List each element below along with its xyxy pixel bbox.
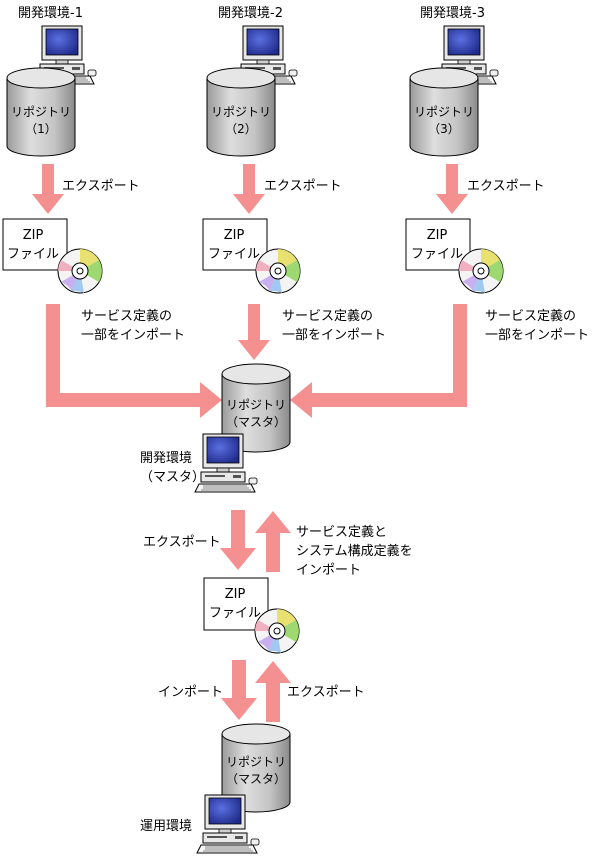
zip-2-line2: ファイル [208, 247, 260, 262]
zip-master-line2: ファイル [209, 606, 261, 621]
arrow-down-icon [220, 510, 256, 570]
master-env-sub: （マスタ） [140, 470, 205, 485]
import-label-2b: 一部をインポート [282, 328, 386, 343]
arrow-left-icon [290, 304, 467, 418]
arrow-up-icon [255, 511, 291, 572]
export-label-3: エクスポート [467, 179, 545, 194]
bottom-export-label: エクスポート [287, 685, 365, 700]
master-repository: リポジトリ （マスタ） [221, 363, 291, 453]
dev-env-2: 開発環境-2 リポジトリ （2） [206, 6, 298, 157]
zip-3-line1: ZIP [427, 228, 448, 243]
production-repository: リポジトリ （マスタ） [221, 723, 291, 813]
export-label-1: エクスポート [62, 179, 140, 194]
repo-1-number: （1） [25, 122, 57, 136]
arrow-up-icon [255, 661, 291, 722]
arrow-down-icon [32, 164, 64, 214]
repo-3-label: リポジトリ [414, 105, 474, 119]
prod-repo-sub: （マスタ） [226, 772, 286, 786]
middle-export-label: エクスポート [143, 535, 221, 550]
dev-env-1: 開発環境-1 リポジトリ （1） [6, 6, 97, 157]
zip-1-line2: ファイル [7, 247, 59, 262]
zip-master-line1: ZIP [225, 587, 246, 602]
cd-icon [255, 248, 301, 294]
zip-1-line1: ZIP [23, 228, 44, 243]
cd-icon [57, 248, 103, 294]
zip-file-3: ZIP ファイル [405, 218, 504, 294]
dev-env-2-title: 開発環境-2 [218, 6, 283, 21]
zip-file-master: ZIP ファイル [203, 577, 300, 654]
export-label-2: エクスポート [264, 179, 342, 194]
middle-import-line2: システム構成定義を [296, 543, 413, 559]
dev-env-3: 開発環境-3 リポジトリ （3） [409, 6, 499, 157]
export-arrows-top [32, 164, 468, 214]
arrow-down-icon [436, 164, 468, 214]
arrow-down-icon [238, 304, 270, 360]
import-label-2a: サービス定義の [282, 308, 373, 324]
repo-1-label: リポジトリ [11, 105, 71, 119]
zip-2-line1: ZIP [224, 228, 245, 243]
dev-env-3-title: 開発環境-3 [420, 6, 485, 21]
import-label-1b: 一部をインポート [81, 328, 185, 343]
master-env-label: 開発環境 [140, 451, 192, 466]
zip-file-2: ZIP ファイル [202, 218, 301, 294]
master-repo-label: リポジトリ [226, 398, 286, 412]
repo-2-label: リポジトリ [211, 105, 271, 119]
middle-arrows [220, 510, 291, 572]
cd-icon [254, 608, 300, 654]
cd-icon [458, 248, 504, 294]
prod-repo-label: リポジトリ [226, 755, 286, 769]
middle-import-line1: サービス定義と [296, 524, 387, 540]
dev-env-1-title: 開発環境-1 [18, 6, 83, 21]
master-repo-sub: （マスタ） [226, 415, 286, 429]
bottom-arrows [221, 660, 291, 722]
import-label-3b: 一部をインポート [485, 328, 589, 343]
arrow-right-icon [46, 304, 222, 418]
zip-file-1: ZIP ファイル [2, 218, 103, 294]
production-env: 運用環境 [140, 794, 260, 854]
import-label-3a: サービス定義の [485, 308, 576, 324]
import-label-1a: サービス定義の [81, 308, 172, 324]
bottom-import-label: インポート [158, 685, 223, 700]
repo-2-number: （2） [225, 122, 257, 136]
arrow-down-icon [233, 164, 265, 214]
production-env-label: 運用環境 [140, 819, 192, 834]
zip-3-line2: ファイル [411, 247, 463, 262]
master-dev-env: 開発環境 （マスタ） [140, 433, 258, 493]
arrow-down-icon [221, 660, 257, 720]
middle-import-line3: インポート [296, 563, 361, 578]
repo-3-number: （3） [428, 122, 460, 136]
import-arrows-to-master [46, 304, 467, 418]
